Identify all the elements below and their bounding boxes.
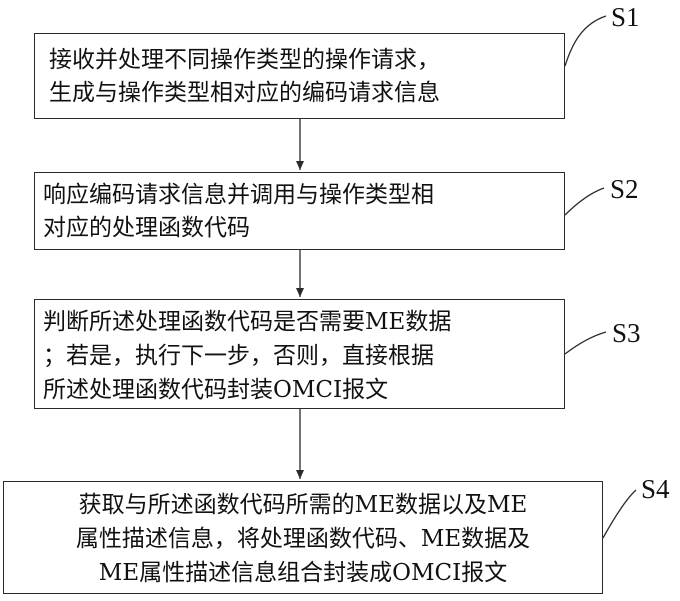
leader-s2 <box>565 188 604 215</box>
step-text-line: 获取与所述函数代码所需的ME数据以及ME <box>4 488 602 522</box>
step-text-line: 接收并处理不同操作类型的操作请求， <box>49 44 564 77</box>
step-text-line: 响应编码请求信息并调用与操作类型相 <box>43 179 564 212</box>
leader-s4 <box>603 490 636 538</box>
leader-s3 <box>565 332 606 354</box>
step-text-line: 判断所述处理函数代码是否需要ME数据 <box>43 305 564 339</box>
step-text-line: 所述处理函数代码封装OMCI报文 <box>43 373 564 407</box>
step-label-s2: S2 <box>610 174 639 204</box>
step-text-line: ；若是，执行下一步，否则，直接根据 <box>43 339 564 373</box>
step-label-s4: S4 <box>641 474 670 504</box>
leader-s1 <box>565 16 606 66</box>
step-label-s1: S1 <box>611 2 640 32</box>
step-text-line: 生成与操作类型相对应的编码请求信息 <box>49 77 564 110</box>
step-box-s1: 接收并处理不同操作类型的操作请求， 生成与操作类型相对应的编码请求信息 <box>34 33 565 119</box>
step-text-line: 属性描述信息，将处理函数代码、ME数据及 <box>4 522 602 556</box>
step-text-line: ME属性描述信息组合封装成OMCI报文 <box>4 556 602 590</box>
step-text-line: 对应的处理函数代码 <box>43 212 564 245</box>
step-box-s2: 响应编码请求信息并调用与操作类型相 对应的处理函数代码 <box>34 172 565 250</box>
step-box-s3: 判断所述处理函数代码是否需要ME数据 ；若是，执行下一步，否则，直接根据 所述处… <box>34 299 565 409</box>
step-box-s4: 获取与所述函数代码所需的ME数据以及ME 属性描述信息，将处理函数代码、ME数据… <box>3 481 603 594</box>
step-label-s3: S3 <box>612 318 641 348</box>
